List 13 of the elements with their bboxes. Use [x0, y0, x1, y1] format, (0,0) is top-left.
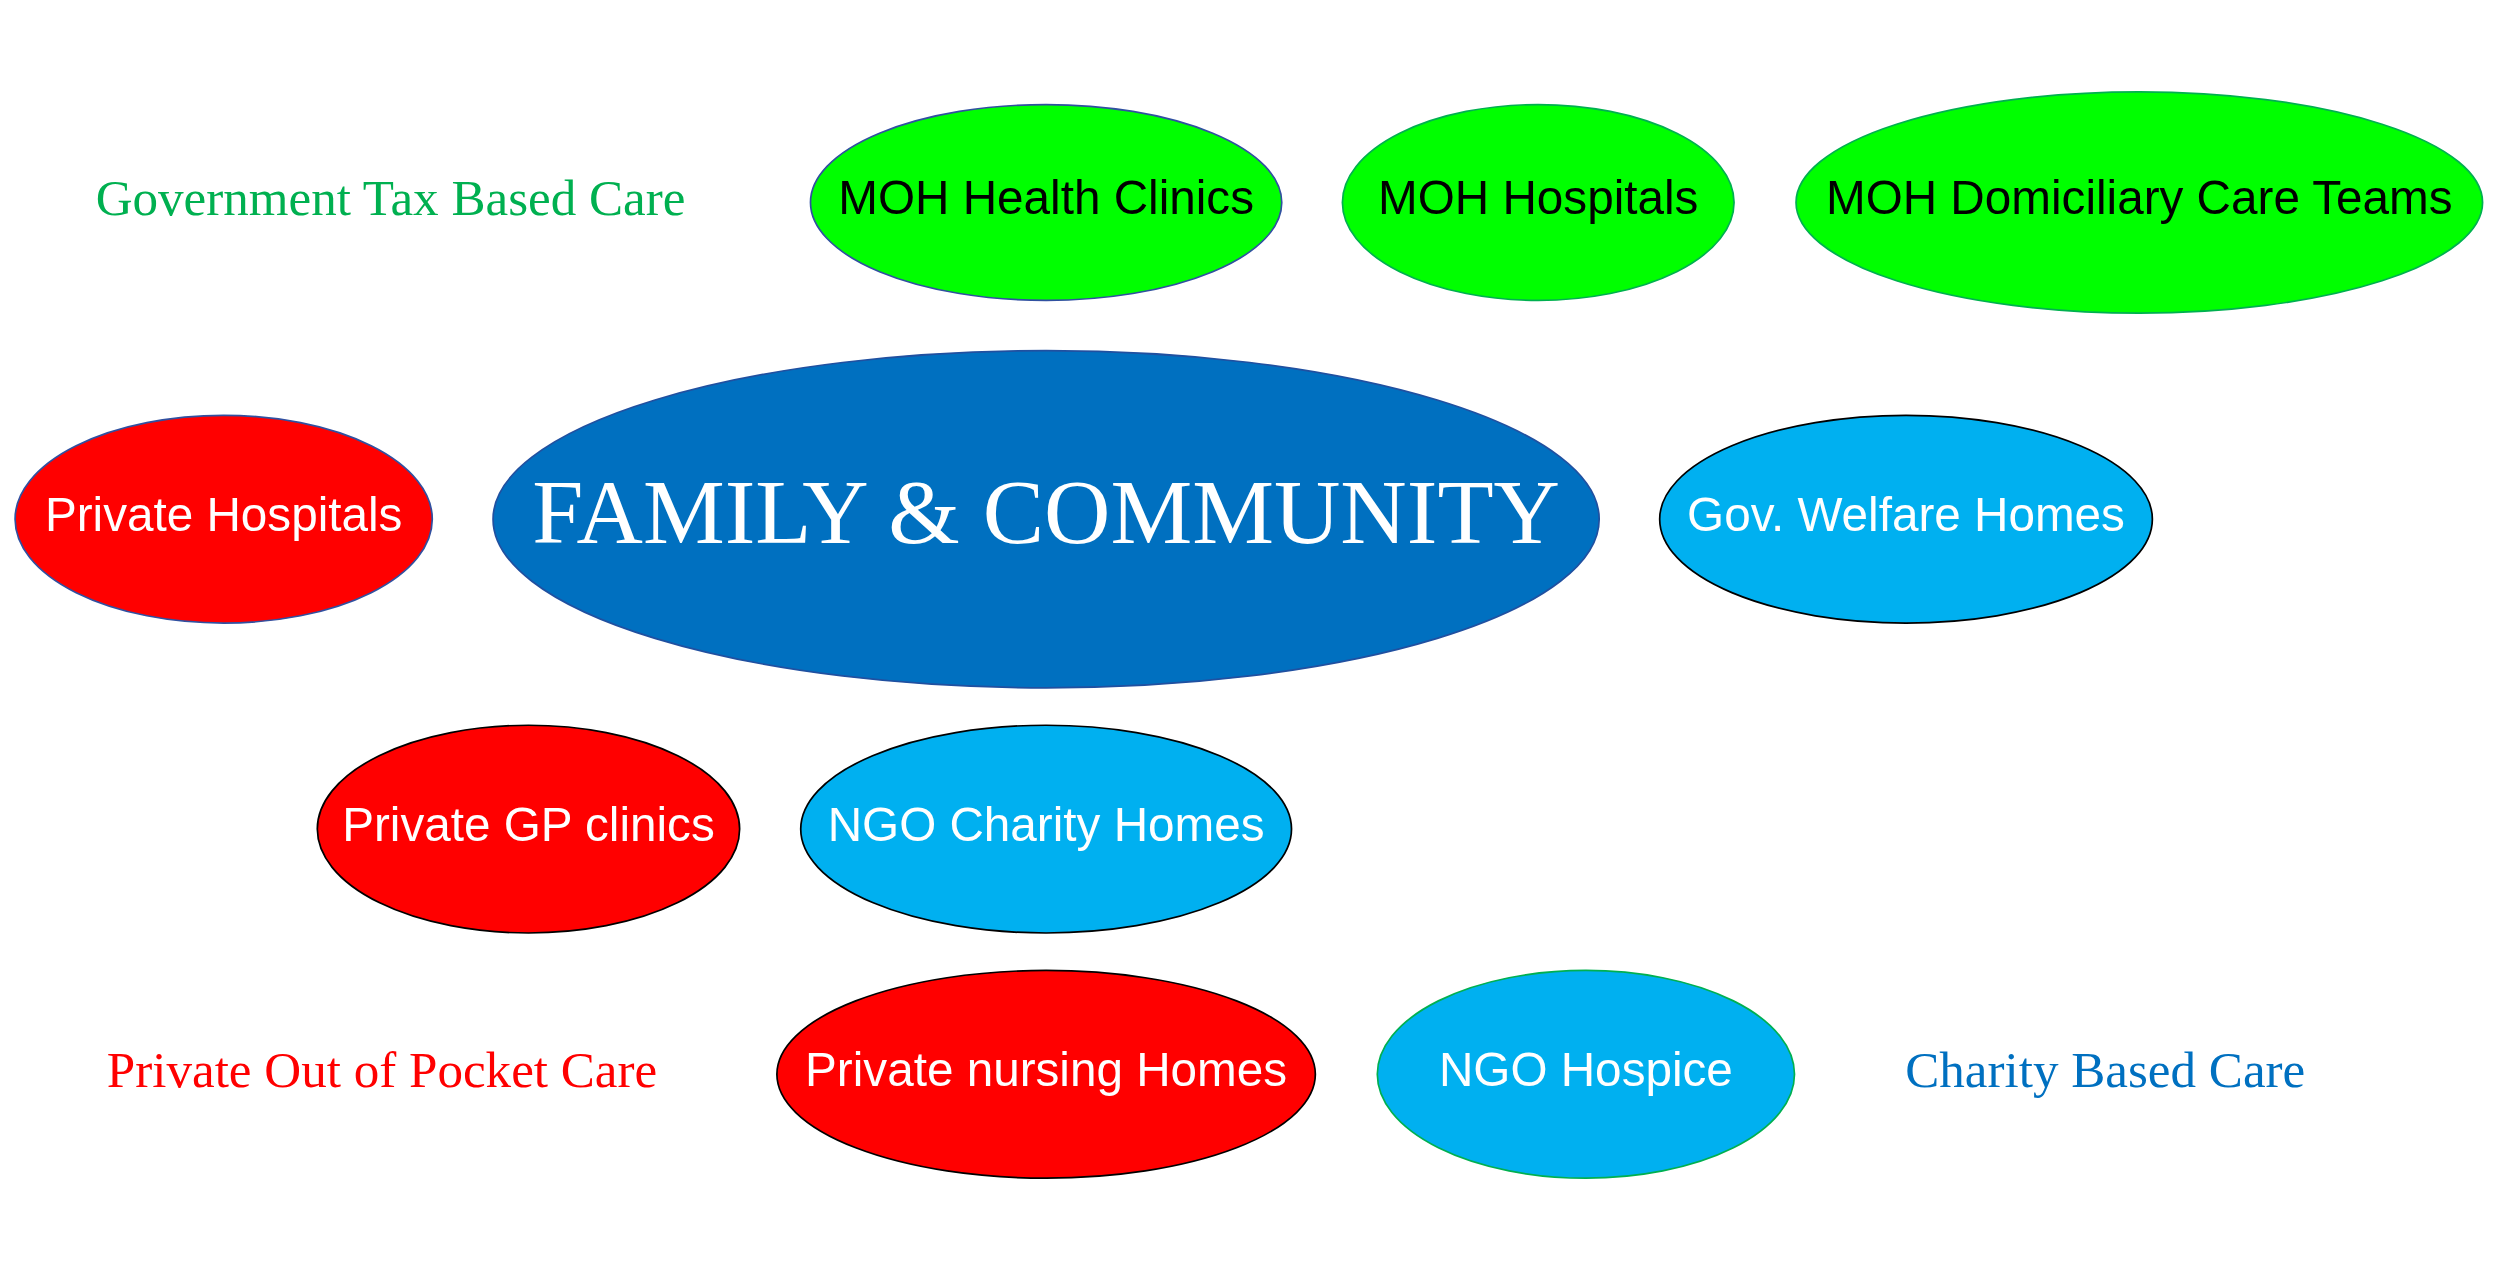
- label: Charity Based Care: [1905, 1040, 2306, 1098]
- node-ellipse: NGO Hospice: [1376, 969, 1796, 1179]
- label: Government Tax Based Care: [95, 168, 686, 226]
- label: Private Out of Pocket Care: [106, 1040, 658, 1098]
- node-ellipse: Private Hospitals: [14, 414, 434, 624]
- node-ellipse: Gov. Welfare Homes: [1658, 414, 2154, 624]
- node-ellipse: FAMILY & COMMUNITY: [492, 349, 1601, 689]
- node-ellipse: Private nursing Homes: [776, 969, 1317, 1179]
- node-ellipse: MOH Hospitals: [1341, 103, 1735, 301]
- node-ellipse: Private GP clinics: [316, 723, 741, 934]
- node-ellipse: MOH Health Clinics: [809, 103, 1283, 301]
- node-ellipse: NGO Charity Homes: [799, 723, 1293, 934]
- node-ellipse: MOH Domiciliary Care Teams: [1795, 90, 2484, 314]
